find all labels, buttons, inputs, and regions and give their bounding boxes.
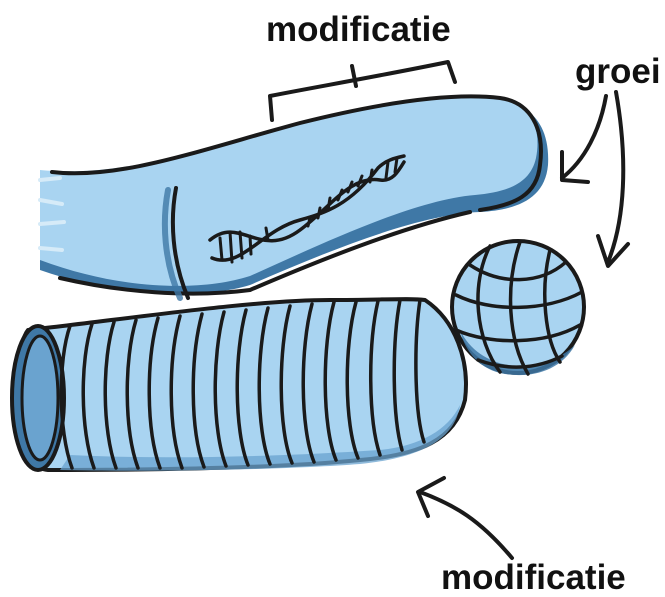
arrow-modificatie-to-tube xyxy=(420,492,512,558)
lower-ribbed-tube xyxy=(12,299,466,471)
label-modificatie-top: modificatie xyxy=(266,12,451,47)
arrow-groei-to-sphere xyxy=(608,92,623,262)
arrow-groei-to-tube xyxy=(562,96,606,178)
label-groei: groei xyxy=(575,54,661,89)
label-modificatie-bottom: modificatie xyxy=(441,560,626,595)
sphere-cell xyxy=(452,241,584,375)
